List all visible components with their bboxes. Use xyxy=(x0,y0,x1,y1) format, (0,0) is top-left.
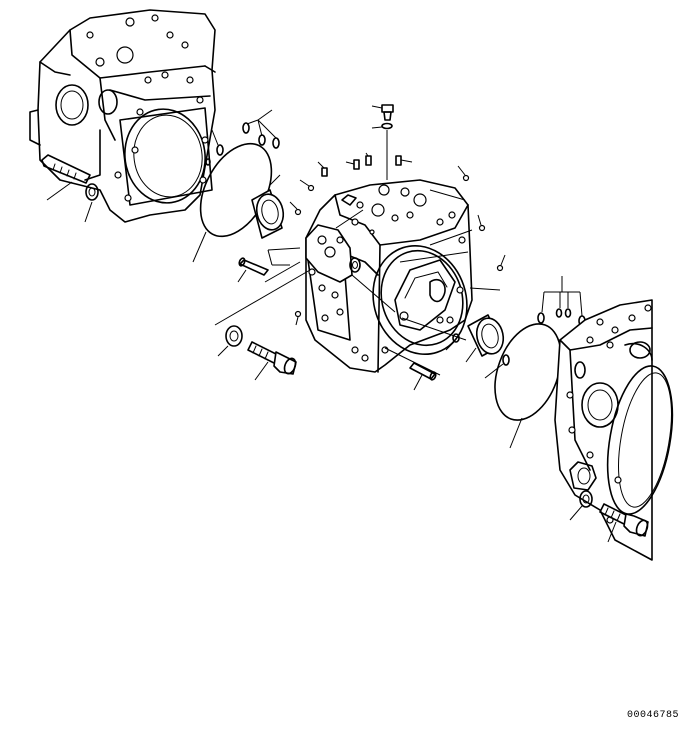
small-ring-right xyxy=(445,333,460,351)
small-bolts-top xyxy=(289,152,506,326)
center-pump-case xyxy=(305,179,473,373)
left-pump-housing xyxy=(29,9,216,223)
dowel-pin-left xyxy=(237,257,269,283)
washer-center xyxy=(217,325,243,357)
o-ring-set-left xyxy=(205,109,280,166)
bearing-sleeve-right xyxy=(465,314,505,363)
bolt-center xyxy=(247,341,297,381)
right-pump-housing xyxy=(554,299,674,561)
stud-bolt-left xyxy=(41,154,91,201)
plug-top xyxy=(371,104,394,180)
washer-right xyxy=(569,490,593,521)
bearing-sleeve-left xyxy=(251,174,285,239)
bolt-right xyxy=(599,503,649,543)
washer-left xyxy=(84,183,99,223)
seal-right xyxy=(484,354,510,379)
o-ring-set-right xyxy=(537,276,586,327)
drawing-number: 00046785 xyxy=(626,710,679,721)
o-ring-right xyxy=(494,323,562,449)
center-leaders xyxy=(214,189,501,376)
dowel-pin-right xyxy=(409,362,437,391)
